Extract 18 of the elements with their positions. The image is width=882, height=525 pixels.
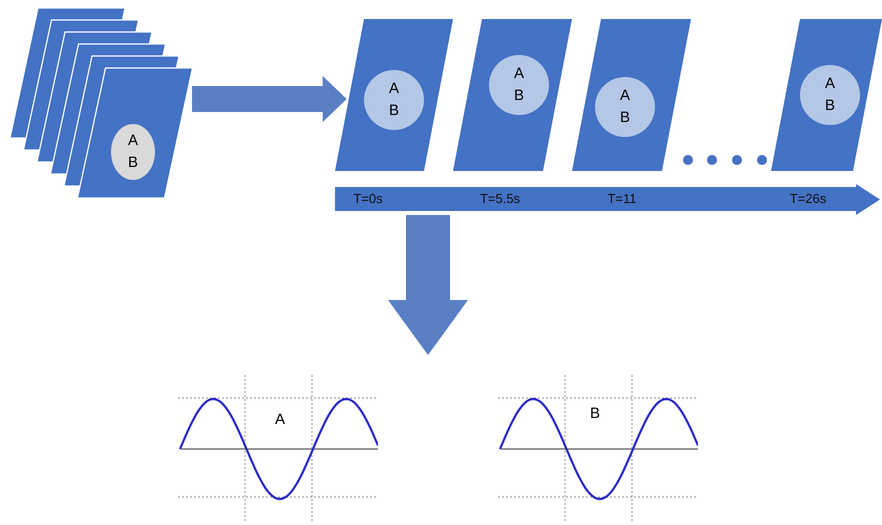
time-label: T=5.5s (480, 191, 520, 207)
circle-letter: B (824, 96, 835, 116)
time-label: T=11 (607, 191, 637, 207)
circle-letter: B (128, 153, 138, 173)
wave-label: A (275, 410, 286, 430)
circle-letter: A (620, 86, 630, 106)
circle-letter: A (514, 64, 524, 84)
circle-letter: B (388, 101, 399, 121)
time-label: T=0s (353, 191, 383, 207)
time-label: T=26s (790, 191, 826, 207)
circle-letter: B (620, 108, 630, 128)
circle-letter: A (128, 131, 138, 152)
circle-letter: B (514, 86, 524, 106)
circle-letter: A (824, 74, 835, 94)
wave-label: B (590, 404, 600, 424)
block-arrow (192, 76, 347, 122)
block-arrow (388, 215, 468, 355)
circle-letter: A (388, 79, 399, 100)
